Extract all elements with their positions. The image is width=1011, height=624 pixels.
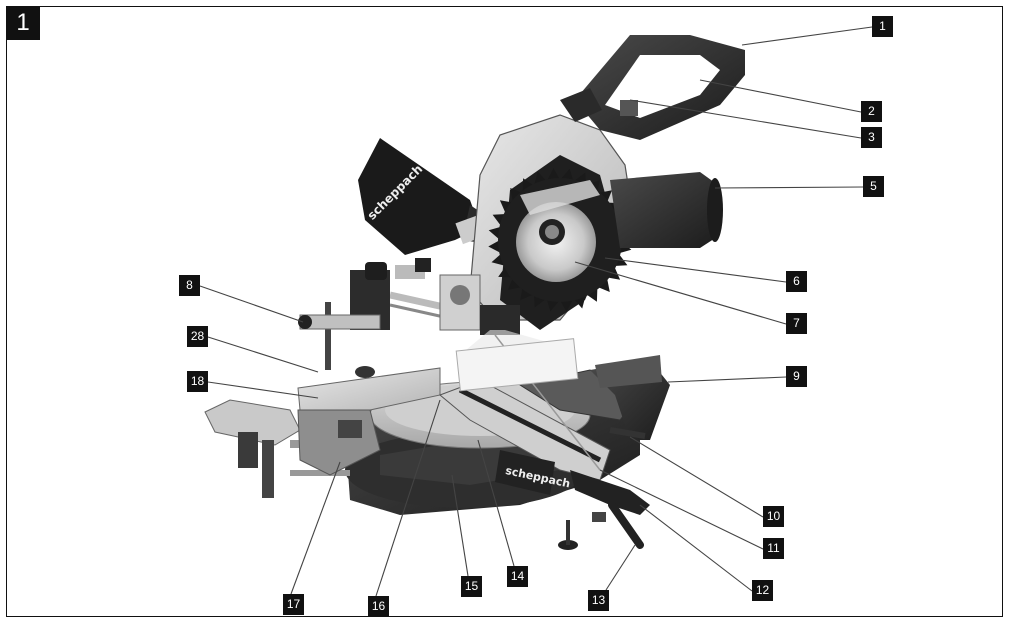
callout-11: 11 <box>763 538 784 559</box>
callout-15: 15 <box>461 576 482 597</box>
leader-line-7 <box>574 261 787 325</box>
leader-line-5 <box>714 186 864 189</box>
leader-line-8 <box>199 285 304 323</box>
leader-line-14 <box>477 439 515 567</box>
leader-line-13 <box>605 544 636 591</box>
depth-stop <box>298 302 381 378</box>
leader-line-28 <box>207 336 319 373</box>
leader-line-16 <box>375 399 441 597</box>
callout-13: 13 <box>588 590 609 611</box>
callout-8: 8 <box>179 275 200 296</box>
callout-16: 16 <box>368 596 389 617</box>
right-fence <box>518 355 670 440</box>
leader-line-17 <box>290 461 341 595</box>
callout-10: 10 <box>763 506 784 527</box>
callout-14: 14 <box>507 566 528 587</box>
callout-9: 9 <box>786 366 807 387</box>
laser-unit <box>439 274 520 335</box>
callout-12: 12 <box>752 580 773 601</box>
leader-line-9 <box>667 376 787 383</box>
handle <box>560 35 745 140</box>
callout-2: 2 <box>861 101 882 122</box>
leader-line-18 <box>207 381 319 399</box>
callout-3: 3 <box>861 127 882 148</box>
callout-6: 6 <box>786 271 807 292</box>
laser-line <box>455 330 601 471</box>
callout-1: 1 <box>872 16 893 37</box>
motor-housing <box>610 172 723 248</box>
leader-line-1 <box>741 26 873 46</box>
callout-7: 7 <box>786 313 807 334</box>
leader-line-11 <box>599 469 764 550</box>
leader-line-2 <box>699 79 862 113</box>
saw-blade <box>488 168 632 312</box>
leader-line-6 <box>604 257 787 283</box>
rotating-arm: scheppach <box>439 379 611 495</box>
leader-line-15 <box>451 474 469 577</box>
callout-18: 18 <box>187 371 208 392</box>
callout-28: 28 <box>187 326 208 347</box>
callout-5: 5 <box>863 176 884 197</box>
leader-lines <box>199 26 873 597</box>
callout-17: 17 <box>283 594 304 615</box>
leader-line-12 <box>639 504 753 592</box>
leader-line-10 <box>629 436 764 518</box>
clamp-lever <box>558 470 650 550</box>
figure-number: 1 <box>6 6 40 40</box>
leader-line-3 <box>629 99 862 139</box>
left-fence <box>297 367 441 476</box>
